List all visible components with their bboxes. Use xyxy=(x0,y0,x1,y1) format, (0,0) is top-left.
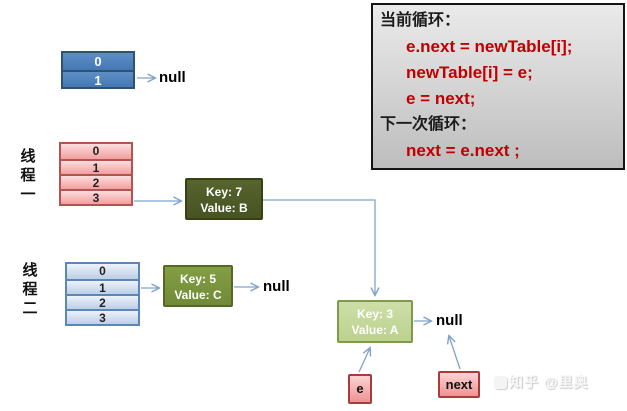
bucket-cell: 1 xyxy=(61,159,131,175)
loop-code-box: 当前循环： e.next = newTable[i]; newTable[i] … xyxy=(371,3,625,170)
node-key-label: Key: 3 xyxy=(356,307,394,321)
node-key-label: Key: 7 xyxy=(205,185,243,199)
bucket-cell: 1 xyxy=(67,279,138,295)
arrow-next-to-null xyxy=(449,336,461,370)
bucket-cell: 0 xyxy=(63,53,133,70)
node-value-label: Value: B xyxy=(200,201,248,215)
bucket-cell: 1 xyxy=(63,70,133,88)
zhihu-logo-icon xyxy=(494,375,507,389)
bucket-cell: 2 xyxy=(67,294,138,310)
node-key7: Key: 7 Value: B xyxy=(185,178,263,220)
thread2-bucket-table: 0 1 2 3 xyxy=(65,262,140,326)
bucket-cell: 0 xyxy=(67,264,138,279)
thread2-label: 线程二 xyxy=(22,262,38,317)
pointer-e-box: e xyxy=(348,374,372,404)
bucket-cell: 3 xyxy=(67,309,138,325)
watermark: 知乎 @里奥 xyxy=(494,372,589,392)
pointer-next-box: next xyxy=(438,371,480,398)
code-line-1: e.next = newTable[i]; xyxy=(406,37,573,56)
node-value-label: Value: A xyxy=(351,323,399,337)
arrow-key7-to-key3 xyxy=(263,199,375,295)
bucket-cell: 2 xyxy=(61,174,131,190)
top-bucket-table: 0 1 xyxy=(61,51,135,89)
node-key5: Key: 5 Value: C xyxy=(163,265,233,307)
null-label-top: null xyxy=(159,69,186,86)
code-line-current-loop: 当前循环： xyxy=(380,12,461,29)
code-line-3: e = next; xyxy=(406,89,476,108)
code-line-5: next = e.next ; xyxy=(406,141,520,160)
watermark-text: 知乎 @里奥 xyxy=(509,374,589,390)
thread1-label: 线程一 xyxy=(20,148,36,203)
code-line-2: newTable[i] = e; xyxy=(406,63,533,82)
node-value-label: Value: C xyxy=(174,288,222,302)
bucket-cell: 3 xyxy=(61,189,131,205)
node-key3: Key: 3 Value: A xyxy=(337,300,413,343)
node-key-label: Key: 5 xyxy=(179,272,217,286)
arrow-e-to-key3 xyxy=(358,348,370,373)
null-label-key5: null xyxy=(263,278,290,295)
thread1-bucket-table: 0 1 2 3 xyxy=(59,142,133,206)
code-line-next-loop: 下一次循环： xyxy=(380,116,477,133)
null-label-key3: null xyxy=(436,312,463,329)
bucket-cell: 0 xyxy=(61,144,131,159)
